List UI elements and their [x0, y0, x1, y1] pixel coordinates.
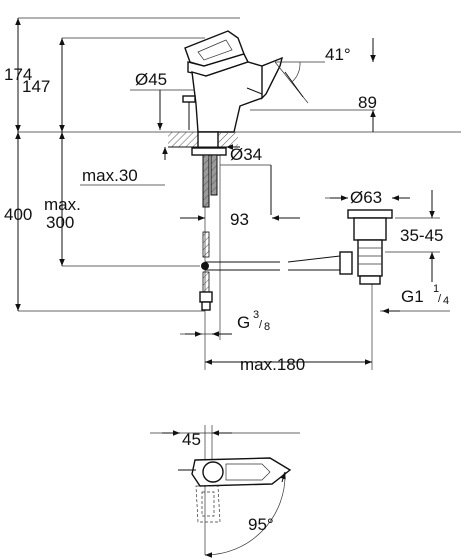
dim-diam-45: Ø45 — [135, 70, 167, 89]
dim-max-300-line1: max. — [44, 195, 81, 214]
dimension-lines — [15, 18, 450, 365]
dim-diam-63: Ø63 — [350, 188, 382, 207]
dim-max-300-line2: 300 — [46, 213, 74, 232]
side-view-labels: 174 147 41° Ø45 89 max.30 Ø34 400 max. 3… — [4, 45, 449, 374]
dim-174: 174 — [4, 65, 32, 84]
dim-g-3-8: G 3 / 8 — [237, 309, 270, 333]
waste-valve — [347, 209, 393, 285]
dim-93: 93 — [230, 210, 249, 229]
dim-41-deg: 41° — [325, 45, 351, 64]
svg-text:G1: G1 — [401, 287, 424, 306]
dim-45-top: 45 — [182, 430, 201, 449]
dim-max-30: max.30 — [82, 166, 138, 185]
svg-text:8: 8 — [264, 321, 270, 333]
dim-147: 147 — [22, 77, 50, 96]
svg-text:G: G — [237, 313, 250, 332]
dim-diam-34: Ø34 — [230, 145, 262, 164]
pull-rod — [182, 95, 196, 130]
svg-text:4: 4 — [443, 295, 449, 307]
dim-95-deg: 95° — [248, 515, 274, 534]
svg-text:/: / — [438, 293, 442, 305]
angle-41-lines — [274, 61, 325, 104]
top-view: 45 95° — [150, 425, 300, 558]
inlet-hoses — [199, 154, 218, 311]
dim-g-1-1-4: G1 1 / 4 — [401, 283, 449, 307]
counter-top — [168, 131, 238, 156]
svg-text:1: 1 — [433, 283, 439, 295]
dim-400: 400 — [4, 205, 32, 224]
waste-pipe — [201, 251, 353, 275]
dim-35-45: 35-45 — [400, 226, 443, 245]
faucet-body — [184, 30, 284, 133]
svg-text:3: 3 — [253, 309, 259, 321]
svg-text:/: / — [259, 319, 263, 331]
dim-89: 89 — [358, 93, 377, 112]
dim-max-180: max.180 — [240, 355, 305, 374]
